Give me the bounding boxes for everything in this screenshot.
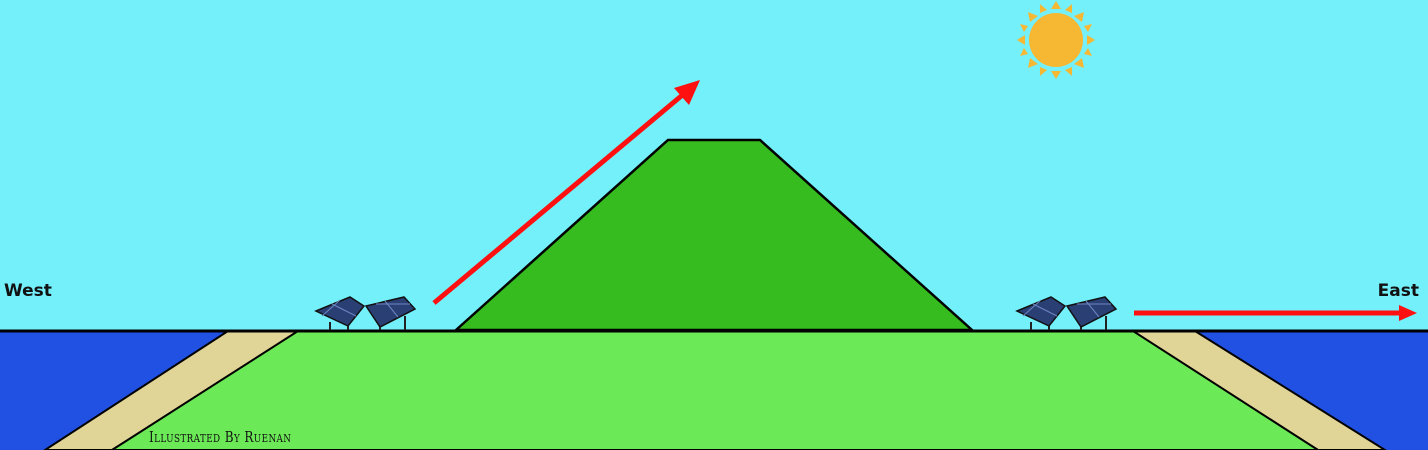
arrow-diagonal: [432, 80, 700, 305]
solar-panel-icon: [314, 296, 417, 330]
mountain: [452, 138, 976, 332]
credit-text: Illustrated By Ruenan: [149, 428, 292, 446]
solar-panel-icon: [1015, 296, 1118, 330]
east-label: East: [1377, 281, 1419, 301]
sun-icon: [1017, 1, 1095, 79]
west-label: West: [4, 281, 52, 301]
land: [110, 330, 1320, 450]
arrow-east: [1134, 305, 1417, 321]
